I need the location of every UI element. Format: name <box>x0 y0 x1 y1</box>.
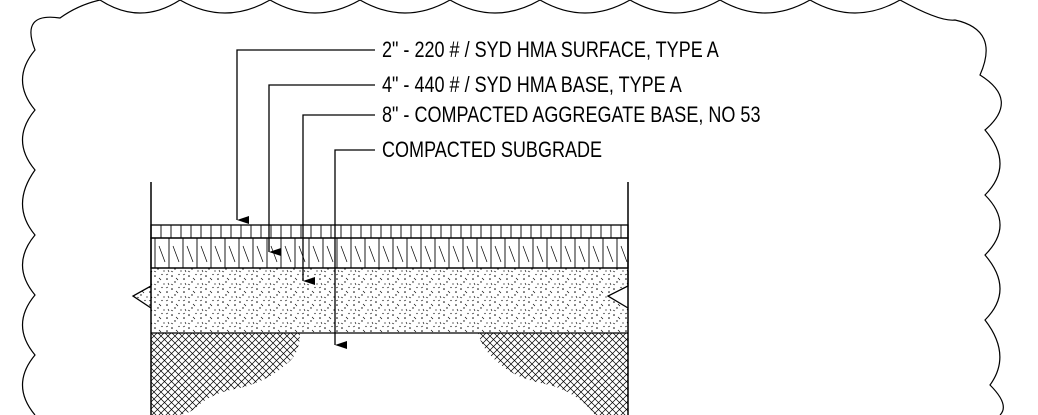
aggregate-base-layer <box>133 268 628 333</box>
label-compacted-subgrade: COMPACTED SUBGRADE <box>382 138 602 162</box>
label-hma-surface: 2" - 220 # / SYD HMA SURFACE, TYPE A <box>382 38 719 62</box>
subgrade-soil-left <box>151 333 300 415</box>
leader-line-subgrade <box>334 149 375 349</box>
hma-base-layer <box>150 237 629 269</box>
hma-surface-layer <box>150 224 629 239</box>
leader-line-base <box>268 84 375 256</box>
break-line-left <box>131 271 152 309</box>
label-hma-base: 4" - 440 # / SYD HMA BASE, TYPE A <box>382 73 682 97</box>
leader-line-surface <box>236 49 375 224</box>
label-aggregate-base: 8" - COMPACTED AGGREGATE BASE, NO 53 <box>382 103 761 127</box>
leader-line-aggregate <box>302 114 375 285</box>
subgrade-soil-right <box>478 333 628 415</box>
revision-cloud-border <box>22 0 1004 415</box>
break-line-right <box>606 271 629 309</box>
